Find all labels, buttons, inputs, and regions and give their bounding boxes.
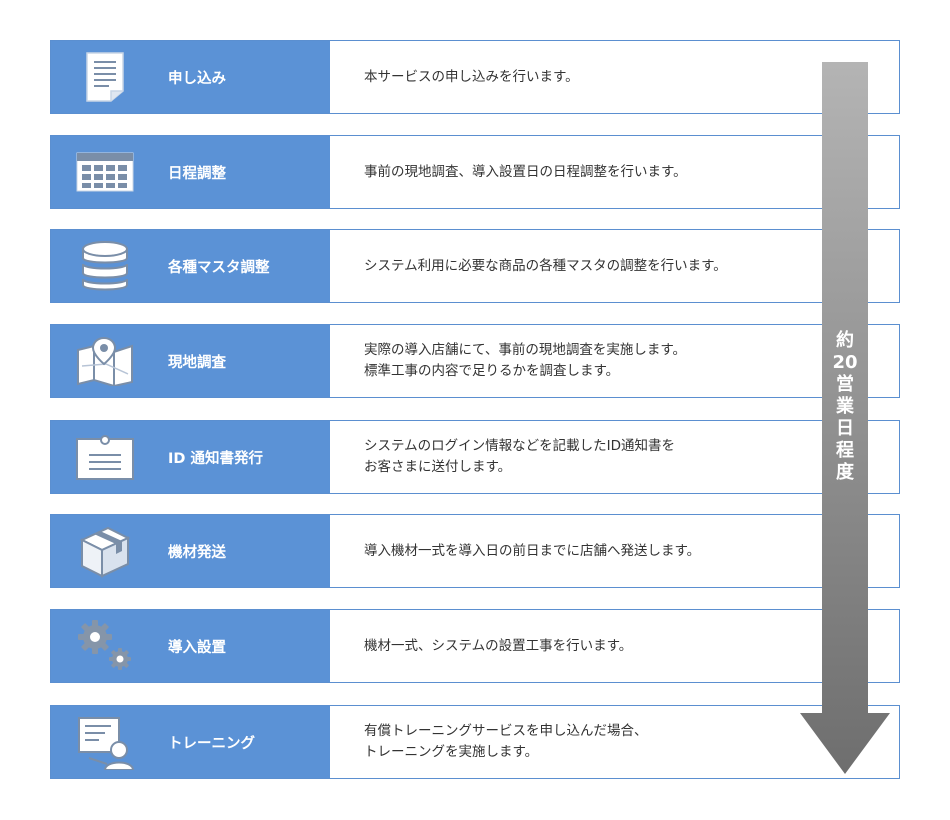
desc-line: トレーニングを実施します。 — [364, 744, 539, 760]
duration-char: 程 — [836, 440, 854, 461]
step-id-notice: ID 通知書発行 システムのログイン情報などを記載したID通知書を お客さまに送… — [50, 420, 900, 494]
document-icon — [73, 48, 137, 106]
duration-char: 20 — [832, 352, 858, 373]
map-pin-icon — [73, 332, 137, 390]
database-icon — [73, 237, 137, 295]
step-header: 現地調査 — [51, 325, 330, 397]
gears-icon — [73, 617, 137, 675]
step-description: 実際の導入店舗にて、事前の現地調査を実施します。 標準工事の内容で足りるかを調査… — [364, 325, 794, 397]
duration-char: 日 — [836, 418, 854, 439]
step-header: 導入設置 — [51, 610, 330, 682]
calendar-icon — [73, 143, 137, 201]
step-training: トレーニング 有償トレーニングサービスを申し込んだ場合、 トレーニングを実施しま… — [50, 705, 900, 779]
step-header: 機材発送 — [51, 515, 330, 587]
step-description: 本サービスの申し込みを行います。 — [364, 41, 794, 113]
step-application: 申し込み 本サービスの申し込みを行います。 — [50, 40, 900, 114]
step-title: 導入設置 — [168, 639, 226, 656]
duration-char: 度 — [836, 462, 854, 483]
step-title: 現地調査 — [168, 354, 226, 371]
desc-line: システム利用に必要な商品の各種マスタの調整を行います。 — [364, 257, 727, 274]
duration-char: 業 — [836, 396, 854, 417]
desc-line: 実際の導入店舗にて、事前の現地調査を実施します。 — [364, 342, 686, 358]
step-title: トレーニング — [168, 735, 255, 752]
step-header: 申し込み — [51, 41, 330, 113]
step-installation: 導入設置 機材一式、システムの設置工事を行います。 — [50, 609, 900, 683]
duration-char: 約 — [836, 330, 854, 351]
duration-arrow: 約 20 営 業 日 程 度 — [800, 62, 890, 774]
step-description: システムのログイン情報などを記載したID通知書を お客さまに送付します。 — [364, 421, 794, 493]
down-arrow-icon — [800, 62, 890, 774]
step-description: 有償トレーニングサービスを申し込んだ場合、 トレーニングを実施します。 — [364, 706, 794, 778]
step-site-survey: 現地調査 実際の導入店舗にて、事前の現地調査を実施します。 標準工事の内容で足り… — [50, 324, 900, 398]
desc-line: 導入機材一式を導入日の前日までに店舗へ発送します。 — [364, 542, 701, 559]
step-description: システム利用に必要な商品の各種マスタの調整を行います。 — [364, 230, 794, 302]
step-scheduling: 日程調整 事前の現地調査、導入設置日の日程調整を行います。 — [50, 135, 900, 209]
step-header: 日程調整 — [51, 136, 330, 208]
step-title: 申し込み — [168, 70, 226, 87]
step-description: 機材一式、システムの設置工事を行います。 — [364, 610, 794, 682]
step-header: ID 通知書発行 — [51, 421, 330, 493]
step-master-adjustment: 各種マスタ調整 システム利用に必要な商品の各種マスタの調整を行います。 — [50, 229, 900, 303]
step-title: 日程調整 — [168, 165, 226, 182]
desc-line: システムのログイン情報などを記載したID通知書を — [364, 438, 675, 454]
step-equipment-shipping: 機材発送 導入機材一式を導入日の前日までに店舗へ発送します。 — [50, 514, 900, 588]
duration-label: 約 20 営 業 日 程 度 — [822, 330, 868, 484]
box-icon — [73, 522, 137, 580]
duration-char: 営 — [836, 374, 854, 395]
desc-line: 標準工事の内容で足りるかを調査します。 — [364, 363, 620, 379]
step-title: 機材発送 — [168, 544, 226, 561]
step-header: トレーニング — [51, 706, 330, 778]
desc-line: 機材一式、システムの設置工事を行います。 — [364, 637, 633, 654]
training-icon — [73, 713, 137, 771]
step-description: 導入機材一式を導入日の前日までに店舗へ発送します。 — [364, 515, 794, 587]
step-title: 各種マスタ調整 — [168, 259, 270, 276]
desc-line: 本サービスの申し込みを行います。 — [364, 68, 579, 85]
step-description: 事前の現地調査、導入設置日の日程調整を行います。 — [364, 136, 794, 208]
step-header: 各種マスタ調整 — [51, 230, 330, 302]
id-notice-icon — [73, 428, 137, 486]
desc-line: 事前の現地調査、導入設置日の日程調整を行います。 — [364, 163, 687, 180]
step-title: ID 通知書発行 — [168, 450, 263, 467]
desc-line: 有償トレーニングサービスを申し込んだ場合、 — [364, 723, 648, 739]
desc-line: お客さまに送付します。 — [364, 459, 512, 475]
